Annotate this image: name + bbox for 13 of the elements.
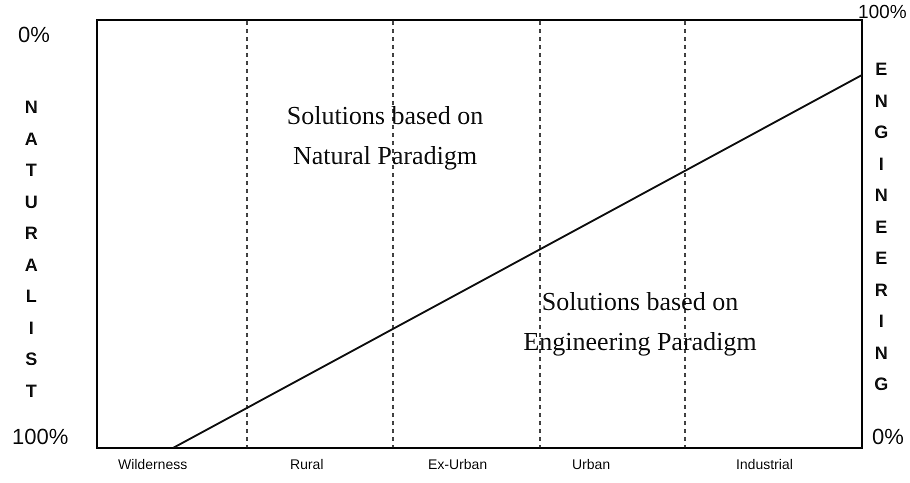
percent-label: 100% (12, 424, 68, 450)
category-label: Industrial (736, 456, 793, 472)
category-label: Urban (572, 456, 610, 472)
percent-label: 100% (858, 2, 907, 24)
axis-title: ENGINEERING (874, 58, 888, 396)
category-label: Rural (290, 456, 324, 472)
category-label: Ex-Urban (428, 456, 488, 472)
percent-label: 0% (18, 22, 50, 48)
category-label: Wilderness (118, 456, 188, 472)
region-label: Solutions based on Engineering Paradigm (522, 286, 758, 358)
region-label: Solutions based on Natural Paradigm (286, 100, 484, 172)
percent-label: 0% (872, 424, 904, 450)
axis-title: NATURALIST (24, 96, 38, 402)
